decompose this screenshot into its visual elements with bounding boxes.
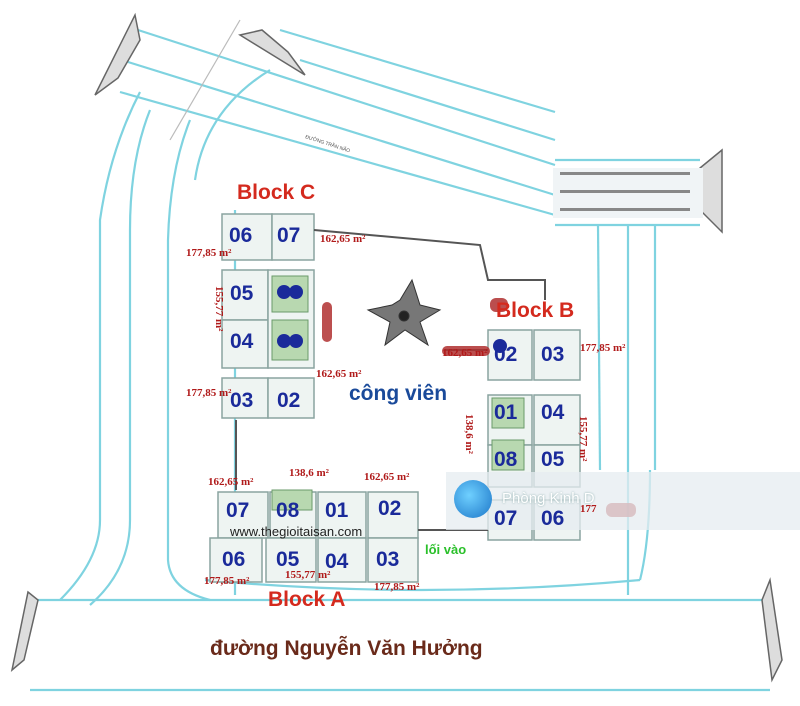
- unit-number: 03: [230, 389, 254, 412]
- unit-footprint: [367, 537, 419, 583]
- unit-number: 04: [325, 550, 349, 573]
- unit-footprint: [533, 329, 581, 381]
- core-shaft: [491, 397, 525, 429]
- gate-arrow-icon: [10, 590, 39, 672]
- entrance-label: lối vào: [425, 542, 467, 557]
- unit-footprint: [487, 329, 533, 381]
- unit-number: 08: [276, 499, 300, 522]
- unit-footprint: [317, 537, 367, 583]
- watermark-text: Phòng Kinh D: [502, 490, 595, 507]
- area-label: 177,85 m²: [186, 247, 232, 259]
- unit-marker: [277, 334, 291, 348]
- road-centerline: [169, 19, 241, 141]
- unit-marker: [289, 285, 303, 299]
- unit-footprint: [267, 377, 315, 419]
- block-c-label: Block C: [237, 181, 316, 204]
- unit-marker: [277, 285, 291, 299]
- road-edge: [127, 60, 556, 197]
- unit-footprint: [221, 213, 273, 261]
- watermark-overlay: Phòng Kinh D: [446, 472, 800, 530]
- road-edge: [596, 224, 602, 471]
- unit-number: 06: [229, 224, 253, 247]
- street-name: đường Nguyễn Văn Hưởng: [210, 637, 483, 660]
- unit-number: 06: [541, 507, 565, 530]
- unit-number: 02: [494, 343, 518, 366]
- area-label: 155,77 m²: [285, 569, 331, 581]
- block-b-label: Block B: [496, 299, 575, 322]
- lane-mark: [560, 172, 690, 175]
- road-edge: [166, 119, 211, 602]
- core-shaft: [491, 439, 525, 471]
- tree-icon: [490, 298, 508, 312]
- area-label: 162,65 m²: [442, 347, 488, 359]
- road-edge: [119, 90, 556, 217]
- unit-footprint: [317, 491, 367, 539]
- area-label: 177,85 m²: [186, 387, 232, 399]
- road-edge: [137, 28, 556, 167]
- area-label: 162,65 m²: [320, 233, 366, 245]
- road-edge: [193, 69, 271, 181]
- unit-number: 04: [541, 401, 565, 424]
- tree-icon: [442, 346, 490, 356]
- unit-footprint: [221, 377, 269, 419]
- website-url: www.thegioitaisan.com: [230, 524, 363, 539]
- unit-number: 03: [376, 548, 400, 571]
- area-label: 162,65 m²: [316, 368, 362, 380]
- lane-mark: [560, 190, 690, 193]
- road-edge: [59, 91, 141, 601]
- area-label: 138,6 m²: [289, 467, 329, 479]
- area-label: 177,85 m²: [204, 575, 250, 587]
- unit-footprint: [209, 537, 263, 583]
- area-label: 177,85 m²: [580, 342, 626, 354]
- park-sculpture: [366, 278, 442, 347]
- unit-number: 07: [494, 507, 518, 530]
- unit-number: 02: [378, 497, 402, 520]
- area-label: 155,77 m²: [213, 286, 225, 332]
- gate-arrow-icon: [699, 148, 723, 234]
- walkway: [313, 229, 546, 300]
- unit-number: 04: [230, 330, 254, 353]
- area-label: 162,65 m²: [208, 476, 254, 488]
- lane-mark: [560, 208, 690, 211]
- unit-footprint: [271, 213, 315, 261]
- unit-marker: [289, 334, 303, 348]
- area-label: 155,77 m²: [577, 416, 589, 462]
- gate-arrow-icon: [94, 12, 141, 96]
- road-edge: [299, 58, 556, 142]
- area-label: 162,65 m²: [364, 471, 410, 483]
- gate-arrow-icon: [761, 577, 783, 683]
- unit-number: 03: [541, 343, 565, 366]
- unit-number: 07: [277, 224, 301, 247]
- area-label: 138,6 m²: [463, 414, 475, 454]
- unit-footprint: [265, 537, 317, 583]
- road-edge: [279, 28, 556, 114]
- area-label: 177: [580, 503, 597, 515]
- park-label: công viên: [349, 382, 448, 405]
- watermark-logo-icon: [454, 480, 492, 518]
- unit-number: 05: [276, 548, 300, 571]
- road-edge: [89, 109, 152, 606]
- road-edge: [204, 578, 641, 592]
- unit-number: 05: [230, 282, 254, 305]
- tree-icon: [322, 302, 332, 342]
- unit-number: 01: [325, 499, 349, 522]
- unit-number: 08: [494, 448, 518, 471]
- unit-number: 02: [277, 389, 301, 412]
- unit-number: 01: [494, 401, 518, 424]
- unit-footprint: [221, 319, 269, 369]
- block-a-label: Block A: [268, 588, 346, 611]
- unit-marker: [493, 339, 507, 353]
- core-shaft: [271, 489, 313, 511]
- unit-number: 05: [541, 448, 565, 471]
- area-label: 177,85 m²: [374, 581, 420, 593]
- unit-number: 06: [222, 548, 246, 571]
- unit-number: 07: [226, 499, 250, 522]
- gate-arrow-icon: [238, 29, 306, 76]
